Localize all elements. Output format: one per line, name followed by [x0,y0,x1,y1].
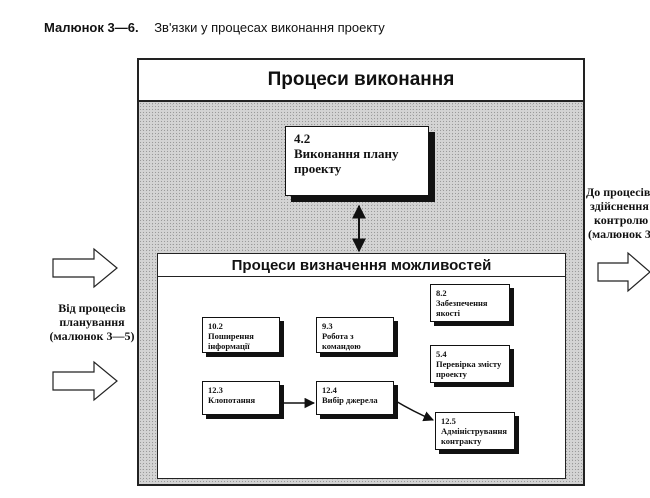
process-number: 9.3 [322,321,333,331]
process-box-4-2: 4.2 Виконання плану проекту [285,126,429,196]
process-label-line2: інформації [208,341,250,351]
input-label-line1: Від процесів [58,301,126,315]
process-label-line1: Виконання плану [294,146,399,161]
process-label-line1: Клопотання [208,395,256,405]
connector-12-4-to-12-5 [393,399,434,422]
process-box-5-4: 5.4 Перевірка змісту проекту [430,345,510,383]
output-label: До процесів здійснення контролю (малюнок… [586,185,650,241]
process-box-12-4: 12.4 Вибір джерела [316,381,394,415]
process-number: 8.2 [436,288,447,298]
process-box-12-5: 12.5 Адміністрування контракту [435,412,515,450]
process-label-line1: Адміністрування [441,426,507,436]
process-label-line1: Вибір джерела [322,395,378,405]
process-label-line2: командою [322,341,361,351]
input-arrow-upper [52,247,118,289]
output-label-line3: контролю [594,213,649,227]
process-box-10-2: 10.2 Поширення інформації [202,317,280,353]
output-label-line1: До процесів [586,185,650,199]
process-number: 10.2 [208,321,223,331]
figure-title: Зв'язки у процесах виконання проекту [154,20,385,35]
process-box-8-2: 8.2 Забезпечення якості [430,284,510,322]
output-arrow [597,251,650,293]
process-label-line1: Забезпечення [436,298,488,308]
output-label-line4: (малюнок 3 [588,227,650,241]
process-label-line1: Робота з [322,331,354,341]
input-arrow-lower [52,360,118,402]
input-label: Від процесів планування (малюнок 3—5) [40,301,144,343]
process-number: 12.4 [322,385,337,395]
input-label-line3: (малюнок 3—5) [49,329,135,343]
process-number: 4.2 [294,131,311,146]
process-box-12-3: 12.3 Клопотання [202,381,280,415]
process-label-line1: Перевірка змісту [436,359,502,369]
input-label-line2: планування [59,315,125,329]
process-label-line2: проекту [436,369,467,379]
figure-number: Малюнок 3—6. [44,20,139,35]
process-box-9-3: 9.3 Робота з командою [316,317,394,353]
process-number: 5.4 [436,349,447,359]
process-number: 12.3 [208,385,223,395]
process-label-line2: якості [436,308,460,318]
execution-processes-title: Процеси виконання [139,60,583,102]
facilitating-processes-title: Процеси визначення можливостей [158,254,565,277]
process-label-line1: Поширення [208,331,254,341]
process-number: 12.5 [441,416,456,426]
process-label-line2: контракту [441,436,482,446]
output-label-line2: здійснення [590,199,649,213]
figure-caption: Малюнок 3—6. Зв'язки у процесах виконанн… [44,20,385,35]
process-label-line2: проекту [294,161,342,176]
